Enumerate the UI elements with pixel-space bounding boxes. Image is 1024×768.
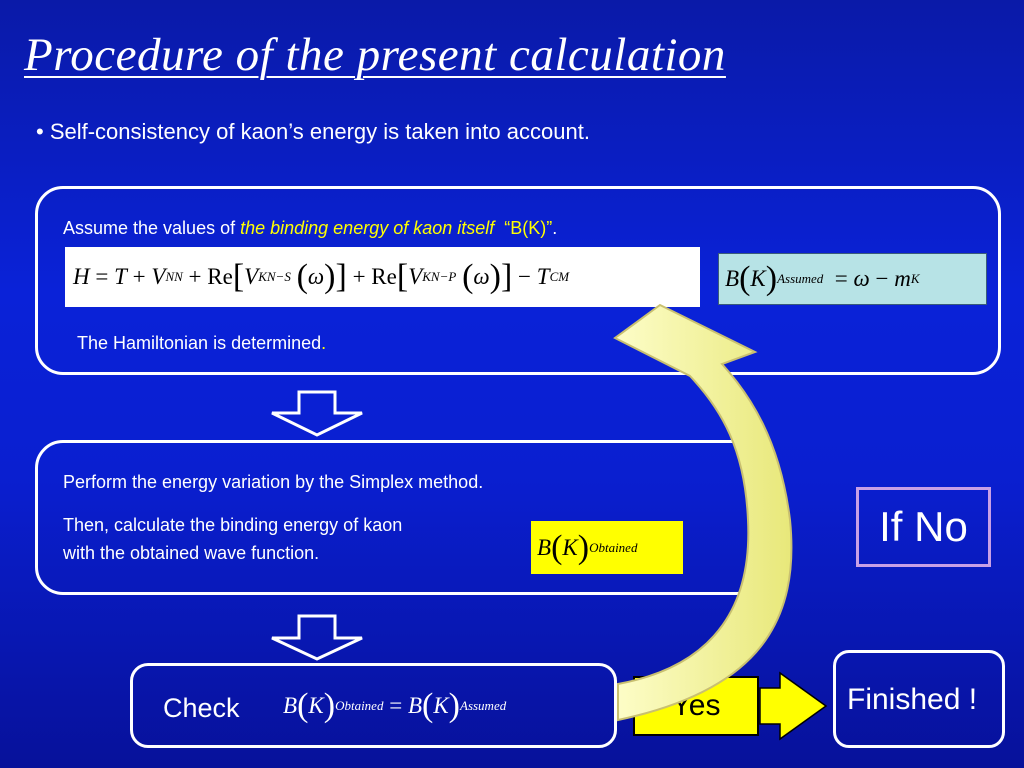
intro-bullet: • Self-consistency of kaon’s energy is t… [36,119,590,144]
assume-period: . [552,218,558,238]
hamiltonian-period: . [321,333,327,353]
calculate-text-2: with the obtained wave function. [63,543,320,563]
variation-text: Perform the energy variation by the Simp… [63,472,484,492]
step-assume-box [35,186,1001,375]
page-title: Procedure of the present calculation [24,29,726,81]
hamiltonian-determined: The Hamiltonian is determined. [77,333,326,354]
if-no-box: If No [856,487,991,567]
obtained-equation: B(K)Obtained [531,521,683,574]
assume-italic: the binding energy of kaon itself [240,218,495,238]
assume-bk: “B(K)” [504,218,553,238]
calculate-text-1: Then, calculate the binding energy of ka… [63,515,403,535]
assume-text: Assume the values of the binding energy … [63,218,557,239]
check-equation: B(K)Obtained = B(K)Assumed [283,687,507,724]
assume-prefix: Assume the values of [63,218,241,238]
down-arrow-1 [271,390,363,437]
finished-label: Finished ! [847,683,978,716]
down-arrow-2 [271,614,363,661]
hamiltonian-text: The Hamiltonian is determined [77,333,322,353]
check-box [130,663,617,748]
yes-arrow [759,671,828,741]
loop-back-arrow [613,303,793,722]
finished-box [833,650,1005,748]
check-label: Check [163,693,240,723]
